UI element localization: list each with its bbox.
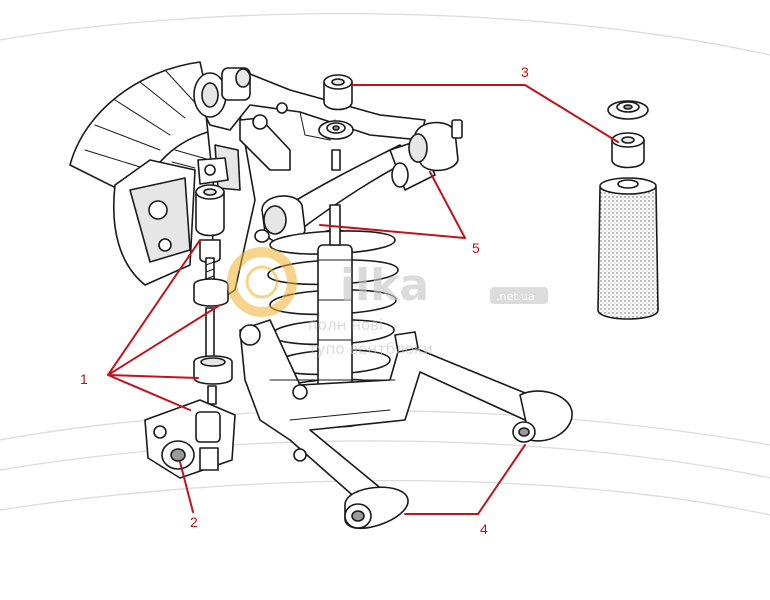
callout-3: 3: [521, 64, 529, 80]
callout-labels: 1 2 3 4 5: [80, 64, 529, 537]
bump-stop-kit: [597, 100, 659, 320]
background-swooshes: [0, 13, 770, 516]
watermark-line-1: полн нові: [308, 316, 383, 334]
leader-3: [351, 84, 619, 143]
watermark-tld-badge: [490, 287, 548, 304]
callout-4: 4: [480, 521, 488, 537]
leader-4: [404, 444, 526, 515]
drop-link: [193, 184, 233, 405]
tire-logo-icon: [227, 247, 297, 317]
leader-2: [179, 461, 194, 513]
leader-lines: [107, 84, 619, 515]
watermark-tld: .net.ua: [496, 290, 535, 303]
top-mount-bushing: [318, 74, 354, 171]
brake-disc: [69, 61, 216, 286]
watermark-line-2: тупо вентблоки: [308, 340, 433, 358]
watermark-brand: ilka: [340, 260, 429, 311]
leader-1: [107, 239, 221, 411]
watermark: ilka .net.ua полн нові тупо вентблоки: [227, 247, 548, 358]
upper-frame: [193, 67, 426, 171]
callout-1: 1: [80, 371, 88, 387]
leader-5: [319, 171, 466, 239]
callout-2: 2: [190, 514, 198, 530]
callout-5: 5: [472, 240, 480, 256]
lower-control-arm: [239, 319, 573, 530]
lower-mount: [144, 399, 236, 479]
upper-wishbone: [254, 119, 463, 244]
